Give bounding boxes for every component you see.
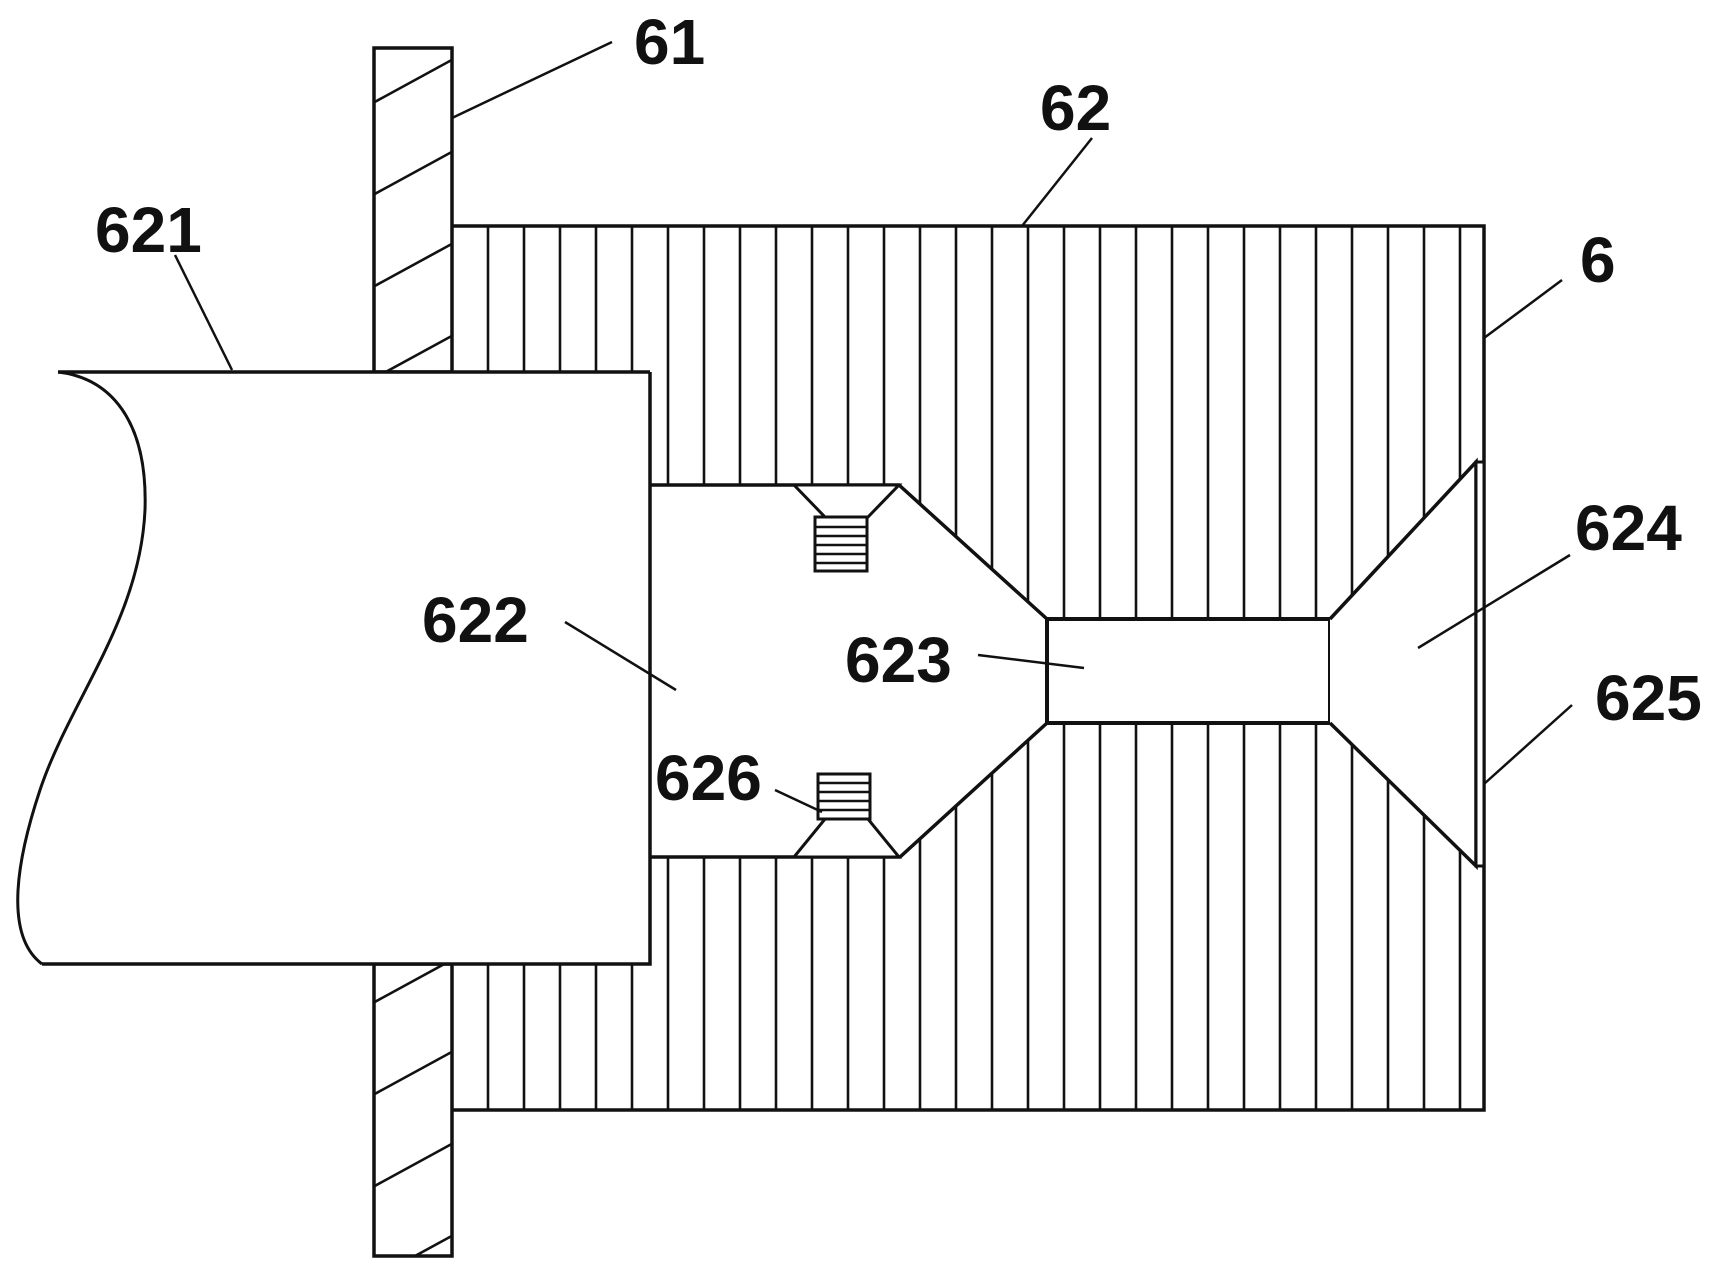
shaft-fill xyxy=(17,372,650,964)
label-624: 624 xyxy=(1575,492,1682,564)
leader-622 xyxy=(564,620,677,692)
screw-bottom-threads xyxy=(818,781,870,812)
label-625: 625 xyxy=(1595,662,1702,734)
label-621: 621 xyxy=(95,194,202,266)
leader-lines xyxy=(173,40,1573,814)
leader-621 xyxy=(173,254,234,371)
label-623: 623 xyxy=(845,624,952,696)
screw-bottom-shank xyxy=(816,772,872,821)
leader-62 xyxy=(1021,137,1093,227)
reference-labels: 61 62 6 621 622 623 624 625 626 xyxy=(95,6,1702,814)
label-622: 622 xyxy=(422,584,529,656)
label-6: 6 xyxy=(1580,224,1616,296)
outlet-cover-625 xyxy=(1474,460,1486,868)
leader-6 xyxy=(1483,278,1563,340)
leader-624 xyxy=(1417,553,1571,650)
leader-623 xyxy=(977,653,1085,670)
leader-625 xyxy=(1483,704,1573,785)
screw-bottom-626 xyxy=(790,772,903,859)
label-626: 626 xyxy=(655,742,762,814)
shaft-621-outline xyxy=(42,372,652,966)
shaft-break-line xyxy=(16,370,147,966)
label-61: 61 xyxy=(634,6,705,78)
plate-bottom-outline xyxy=(372,962,454,1258)
screw-top-threads xyxy=(815,525,867,565)
plate-hatch-line xyxy=(374,964,448,1004)
leader-61 xyxy=(451,40,613,120)
label-62: 62 xyxy=(1040,72,1111,144)
throat-channel-623 xyxy=(1045,617,1332,725)
screw-top xyxy=(790,483,903,573)
leader-626 xyxy=(774,788,823,814)
